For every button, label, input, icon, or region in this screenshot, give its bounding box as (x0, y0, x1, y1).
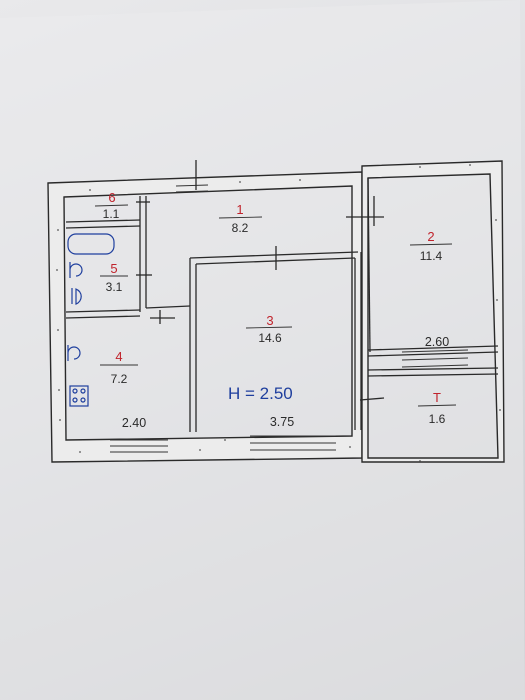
room-1-label: 1 8.2 (232, 202, 249, 235)
dimension-kitchen-width: 2.40 (122, 416, 146, 430)
room-1-number: 1 (236, 202, 243, 217)
room-5-label: 5 3.1 (106, 261, 123, 294)
kitchen-sink-icon (67, 345, 81, 361)
room-6-area: 1.1 (103, 207, 120, 221)
outer-wall-right (361, 160, 505, 463)
room-3-number: 3 (266, 313, 273, 328)
stove-icon (69, 385, 89, 407)
room-6-number: 6 (108, 190, 115, 205)
dimension-room2-width: 2.60 (425, 335, 449, 349)
balcony-area: 1.6 (429, 412, 446, 426)
windows (110, 184, 469, 453)
fixtures (67, 233, 115, 407)
room-4-area: 7.2 (111, 372, 128, 386)
room-2-number: 2 (427, 229, 434, 244)
balcony-number: T (433, 390, 441, 405)
room-3-area: 14.6 (258, 331, 282, 345)
toilet-icon (71, 288, 82, 305)
room-2-label: 2 11.4 (420, 229, 443, 263)
bathtub-icon (67, 233, 115, 255)
dimension-room3-width: 3.75 (270, 415, 294, 429)
ceiling-height-label: H = 2.50 (228, 384, 293, 403)
room-4-label: 4 7.2 (111, 349, 128, 386)
balcony-label: T 1.6 (429, 390, 446, 426)
room-4-number: 4 (115, 349, 122, 364)
room-1-area: 8.2 (232, 221, 249, 235)
label-rules (94, 204, 457, 407)
room-2-area: 11.4 (420, 249, 443, 263)
room-6-label: 6 1.1 (103, 190, 120, 221)
room-3-label: 3 14.6 (258, 313, 282, 345)
door-marks (136, 160, 385, 401)
room-5-area: 3.1 (106, 280, 123, 294)
interior-walls (65, 177, 499, 432)
sink-icon (69, 262, 83, 278)
wall-hatching (56, 164, 501, 462)
room-5-number: 5 (110, 261, 117, 276)
